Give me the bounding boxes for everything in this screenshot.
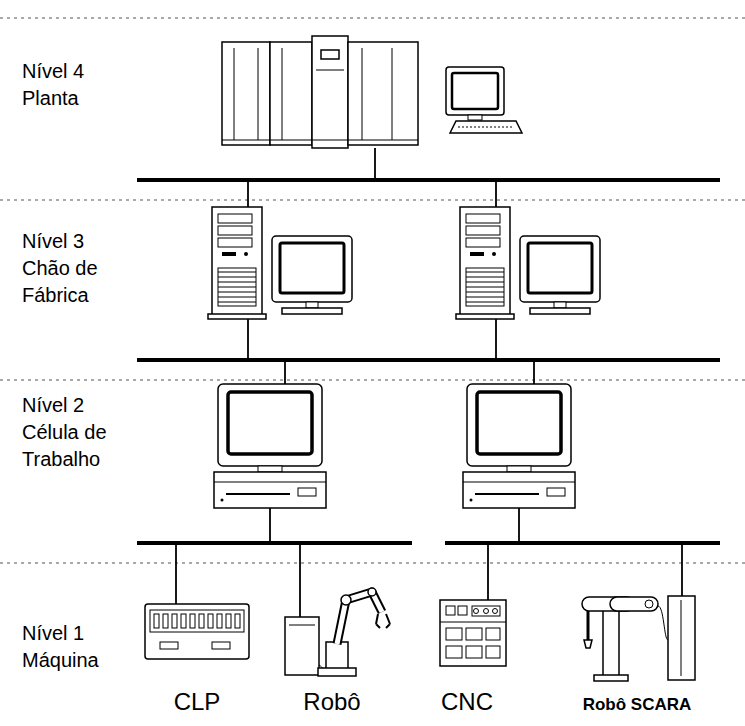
drop-lines: [176, 148, 682, 617]
workstation: [208, 207, 352, 319]
level-label: Nível 3 Chão de Fábrica: [22, 228, 118, 309]
workstation: [456, 207, 600, 319]
device-node: Robô SCARA: [583, 694, 692, 716]
device-label: CLP: [174, 688, 221, 716]
cell-computer: [463, 384, 575, 508]
network-buses: [137, 180, 720, 543]
level-separators: [0, 18, 745, 563]
device-label: Robô: [303, 688, 360, 716]
device-node: CLP: [174, 688, 221, 716]
plc-unit: [145, 604, 249, 659]
level-label: Nível 2 Célula de Trabalho: [22, 392, 118, 473]
mainframe: [222, 36, 418, 148]
device-label: Robô SCARA: [583, 694, 692, 716]
cnc-controller: [440, 600, 506, 666]
scara-robot: [582, 596, 695, 681]
device-label: CNC: [441, 688, 493, 716]
cell-computer: [214, 384, 326, 508]
level-label: Nível 4 Planta: [22, 58, 118, 112]
plant-terminal: [446, 67, 522, 133]
level-label: Nível 1 Máquina: [22, 620, 118, 674]
robot-arm: [285, 588, 390, 676]
device-node: Robô: [303, 688, 360, 716]
device-node: CNC: [441, 688, 493, 716]
